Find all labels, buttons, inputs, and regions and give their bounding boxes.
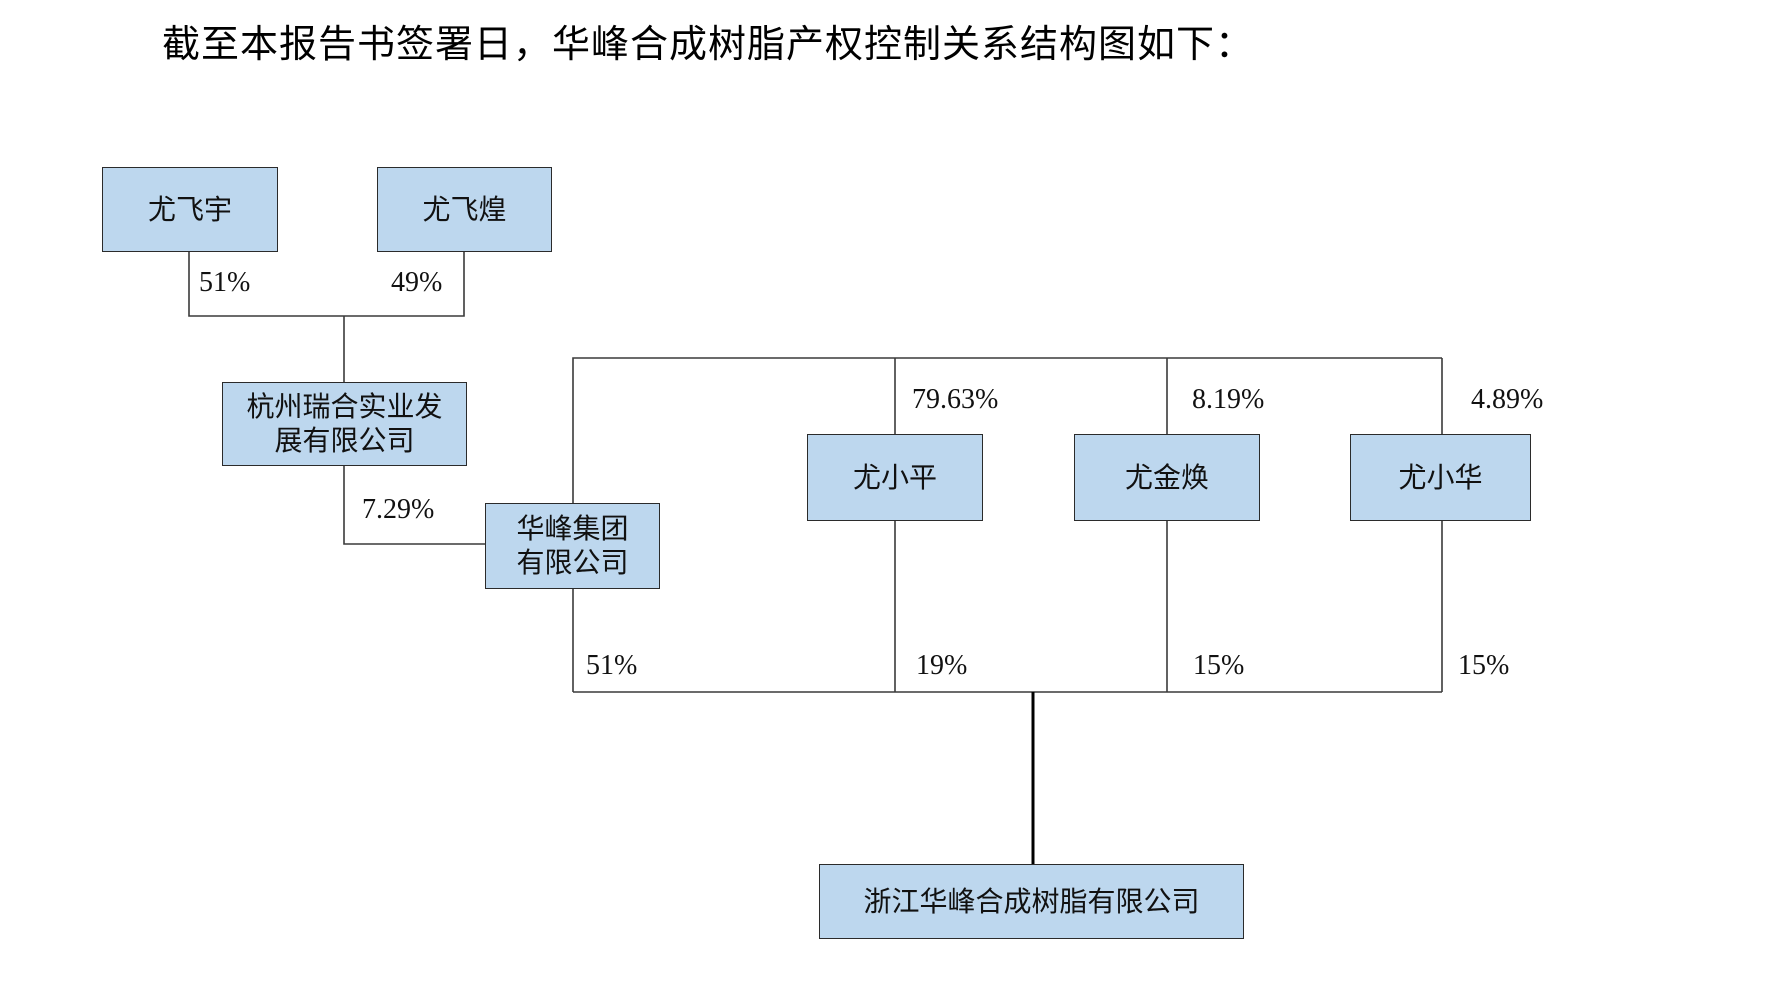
stake-feiyu-ruihe: 51% bbox=[199, 267, 251, 298]
line-ruihe-group bbox=[343, 466, 485, 545]
entity-you-xiaoping: 尤小平 bbox=[807, 434, 983, 521]
entity-you-jinhuan: 尤金焕 bbox=[1074, 434, 1260, 521]
stake-jinhuan-target: 15% bbox=[1193, 650, 1245, 681]
entity-huafeng-group: 华峰集团有限公司 bbox=[485, 503, 660, 589]
stake-jinhuan-group: 8.19% bbox=[1192, 384, 1265, 415]
stake-xiaoping-target: 19% bbox=[916, 650, 968, 681]
stake-xiaohua-group: 4.89% bbox=[1471, 384, 1544, 415]
entity-target: 浙江华峰合成树脂有限公司 bbox=[819, 864, 1244, 939]
line-feiyu bbox=[188, 252, 465, 317]
entity-you-xiaohua: 尤小华 bbox=[1350, 434, 1531, 521]
entity-you-feiyu: 尤飞宇 bbox=[102, 167, 278, 252]
line-group-bracket bbox=[572, 357, 1442, 503]
page-heading: 截至本报告书签署日，华峰合成树脂产权控制关系结构图如下： bbox=[162, 22, 1255, 66]
entity-ruihe: 杭州瑞合实业发展有限公司 bbox=[222, 382, 467, 466]
stake-ruihe-group: 7.29% bbox=[362, 494, 435, 525]
stake-feihuang-ruihe: 49% bbox=[391, 267, 443, 298]
stake-xiaoping-group: 79.63% bbox=[912, 384, 999, 415]
stake-xiaohua-target: 15% bbox=[1458, 650, 1510, 681]
entity-you-feihuang: 尤飞煌 bbox=[377, 167, 552, 252]
stake-group-target: 51% bbox=[586, 650, 638, 681]
